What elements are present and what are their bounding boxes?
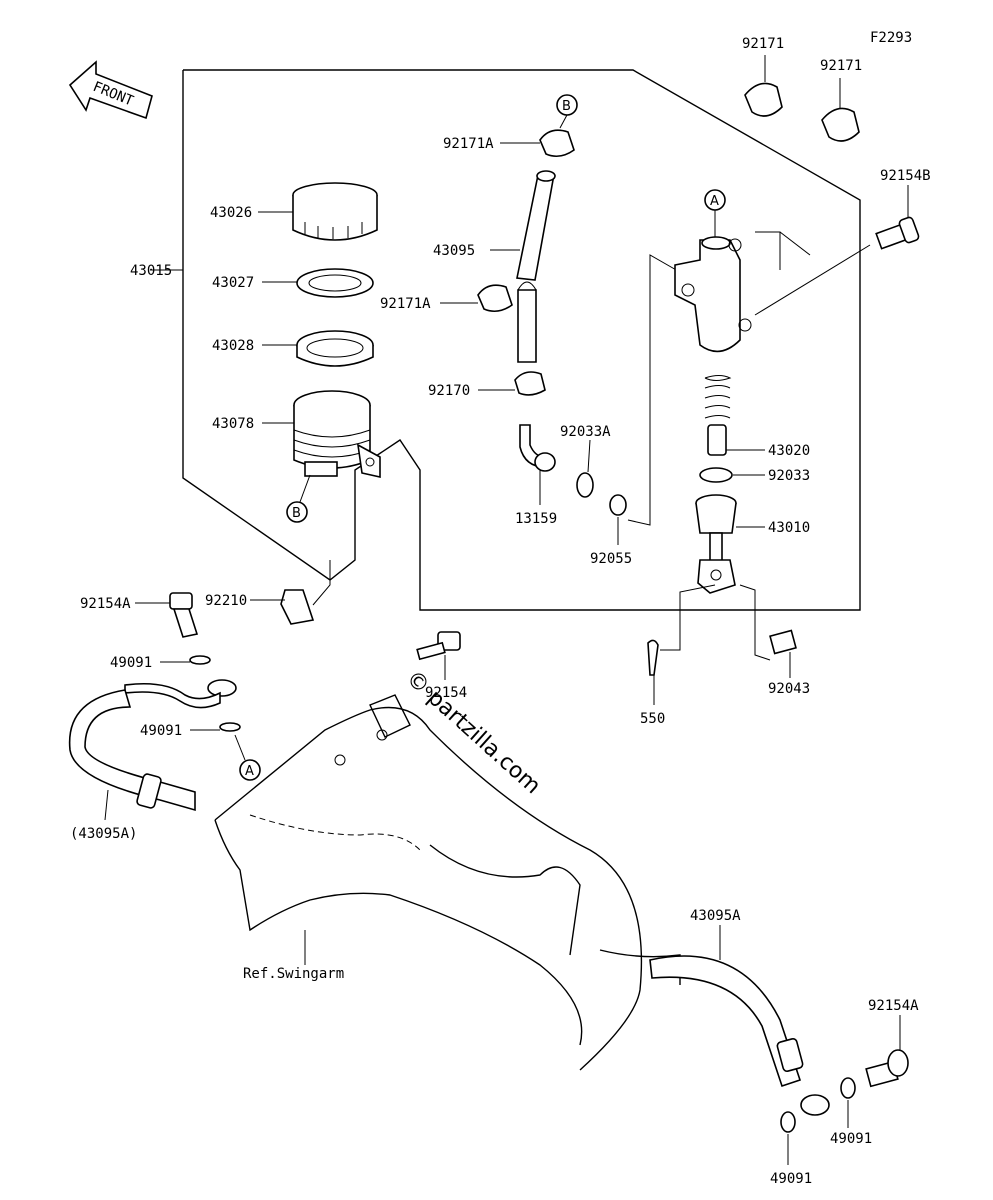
banjo-fitting-upper: [124, 679, 237, 709]
bolt-92154B: [754, 185, 920, 316]
reservoir-43078: [262, 390, 381, 503]
clamp-92171A-top: [539, 129, 575, 158]
label-92154A-left: 92154A: [80, 596, 131, 612]
label-92154B: 92154B: [880, 168, 931, 184]
label-49091-right: 49091: [830, 1131, 872, 1147]
plate-43027: [262, 268, 374, 298]
washer-49091-lower: [219, 722, 241, 732]
diaphragm-43028: [262, 330, 374, 367]
label-92033A: 92033A: [560, 424, 611, 440]
label-43028: 43028: [212, 338, 254, 354]
hose-43095: [490, 170, 556, 363]
front-arrow-icon: FRONT: [68, 60, 153, 120]
label-92043: 92043: [768, 681, 810, 697]
figure-code: F2293: [870, 30, 912, 46]
callout-a-lower-text: A: [245, 764, 254, 779]
circlip-92033A: [576, 472, 594, 498]
washer-49091-bottom: [780, 1111, 796, 1133]
label-49091-bottom: 49091: [770, 1171, 812, 1187]
label-43026: 43026: [210, 205, 252, 221]
label-92033: 92033: [768, 468, 810, 484]
label-49091-upper: 49091: [110, 655, 152, 671]
hose-43095A-right: [649, 925, 830, 1116]
label-43095A: 43095A: [690, 908, 741, 924]
o-ring-92055: [609, 494, 627, 516]
label-43020: 43020: [768, 443, 810, 459]
callout-a-lower: [239, 759, 261, 781]
bolt-92154A-left: [135, 592, 199, 638]
reservoir-cap-43026: [258, 182, 378, 241]
label-92154: 92154: [425, 685, 467, 701]
fitting-13159: [519, 424, 556, 505]
callout-b-lower: [286, 501, 308, 523]
assembly-outline: [182, 69, 861, 611]
bolt-92154A-right: [865, 1015, 909, 1088]
clamp-92171A-mid: [477, 284, 513, 313]
label-ref-swingarm: Ref.Swingarm: [243, 966, 344, 982]
label-92210: 92210: [205, 593, 247, 609]
label-92154A-right: 92154A: [868, 998, 919, 1014]
circlip-92033: [699, 467, 733, 483]
clip-92210: [250, 560, 331, 625]
push-rod-43010: [695, 494, 765, 594]
label-92171A-top: 92171A: [443, 136, 494, 152]
label-43078: 43078: [212, 416, 254, 432]
label-92170: 92170: [428, 383, 470, 399]
label-92171A-mid: 92171A: [380, 296, 431, 312]
label-43095A-paren: (43095A): [70, 826, 137, 842]
callout-b-top-text: B: [562, 99, 571, 114]
label-92171-left: 92171: [742, 36, 784, 52]
label-550: 550: [640, 711, 665, 727]
label-43015: 43015: [130, 263, 172, 279]
clamp-92171-left: [744, 55, 783, 117]
swingarm-outline: [214, 694, 681, 1071]
hose-43095A-left: [68, 689, 196, 821]
callout-a-top-text: A: [710, 194, 719, 209]
bolt-92154: [416, 631, 461, 680]
watermark: © partzilla.com: [401, 666, 545, 799]
label-92055: 92055: [590, 551, 632, 567]
label-43027: 43027: [212, 275, 254, 291]
master-cylinder-body: [674, 231, 811, 353]
clamp-92171-right: [821, 78, 860, 142]
clamp-92170: [514, 371, 546, 396]
cotter-pin-550: [647, 584, 716, 705]
label-43010: 43010: [768, 520, 810, 536]
label-92171-right: 92171: [820, 58, 862, 74]
pin-92043: [739, 584, 797, 678]
washer-49091-upper: [189, 655, 211, 665]
label-43095: 43095: [433, 243, 475, 259]
label-49091-lower: 49091: [140, 723, 182, 739]
label-13159: 13159: [515, 511, 557, 527]
spring-43020: [704, 375, 765, 456]
callout-b-lower-text: B: [292, 506, 301, 521]
washer-49091-right: [840, 1077, 856, 1099]
